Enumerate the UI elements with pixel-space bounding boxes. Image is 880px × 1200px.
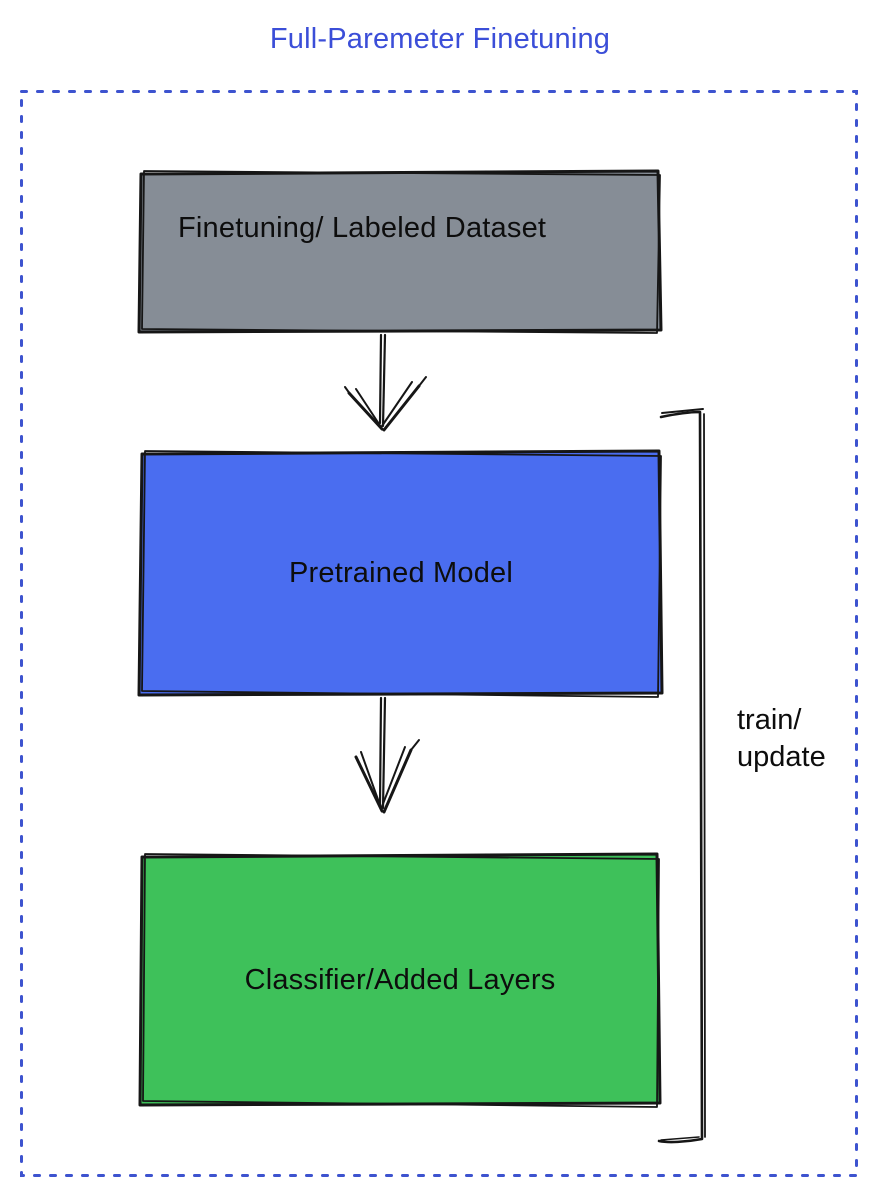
pretrained-box-sketch-line — [141, 450, 662, 698]
outer-dashed-frame — [20, 90, 858, 1177]
train-update-bracket — [657, 408, 706, 1144]
classifier-box-label: Classifier/Added Layers — [244, 963, 556, 996]
train-update-label: train/ update — [737, 702, 826, 776]
flow-arrow-1 — [344, 333, 427, 432]
classifier-box-shape — [138, 852, 662, 1107]
train-update-label-line2: update — [737, 741, 826, 773]
flow-arrow-2 — [354, 696, 420, 814]
pretrained-box-shape — [137, 449, 664, 697]
diagram-title: Full-Paremeter Finetuning — [269, 23, 611, 55]
dataset-box-shape — [137, 169, 663, 334]
pretrained-box — [137, 449, 664, 698]
classifier-box — [138, 852, 662, 1108]
pretrained-box-label: Pretrained Model — [288, 557, 514, 589]
classifier-box-sketch-line — [142, 853, 660, 1108]
dataset-box — [137, 169, 663, 334]
dataset-box-sketch-line — [141, 170, 661, 334]
dataset-box-label: Finetuning/ Labeled Dataset — [178, 212, 547, 244]
train-update-label-line1: train/ — [737, 704, 802, 736]
